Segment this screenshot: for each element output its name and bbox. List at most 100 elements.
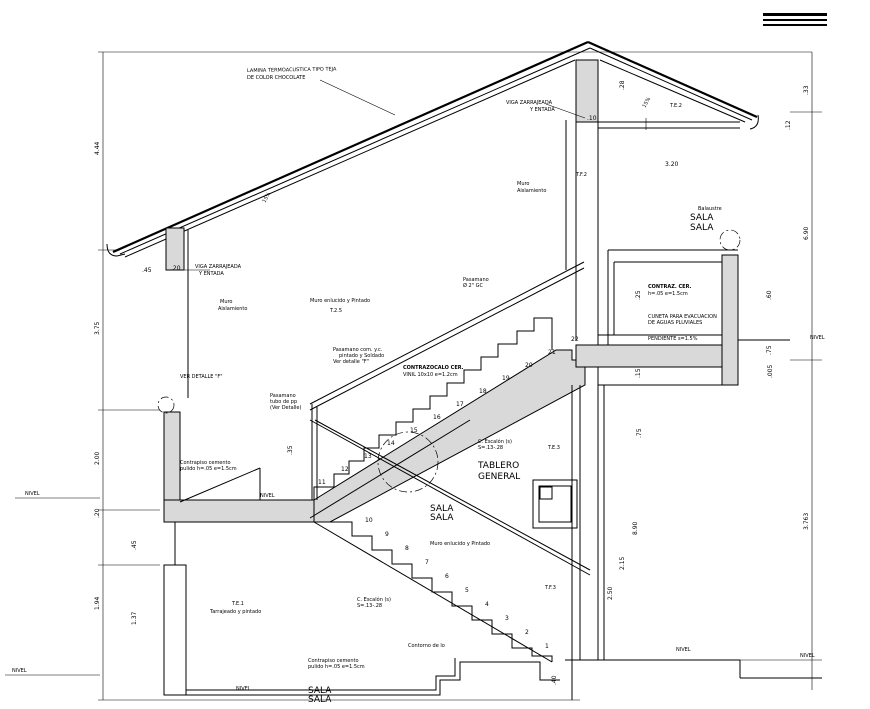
level-right-lower: NIVEL xyxy=(676,647,691,653)
te2-label: T.E.2 xyxy=(669,103,682,109)
dim-inner-75: .75 xyxy=(636,428,643,438)
step-number-7: 7 xyxy=(425,559,429,566)
step-number-20: 20 xyxy=(525,362,533,369)
tf3-label: T.F.3 xyxy=(544,585,556,591)
handrail-note: Pasamano com. y.c. xyxy=(333,347,383,353)
stair-detail-lower-2: S=.13-.28 xyxy=(357,603,382,609)
sala-upper: SALA xyxy=(690,213,714,223)
dim-45: .45 xyxy=(142,267,152,274)
step-number-10: 10 xyxy=(365,517,373,524)
slab-note-2: h=.05 e=1.5cm xyxy=(648,291,688,297)
ground-floor xyxy=(186,385,822,700)
lower-stair xyxy=(309,419,591,663)
dim-left-lower: 1.94 xyxy=(94,596,101,610)
step-number-22: 22 xyxy=(571,336,579,343)
dim-left-mid: 2.00 xyxy=(94,451,101,465)
roof xyxy=(106,40,759,258)
step-number-1: 1 xyxy=(545,643,549,650)
dim-60: .60 xyxy=(766,290,773,300)
wall-finish-top: Muro xyxy=(517,181,530,187)
plaster-note: Muro enlucido y Pintado xyxy=(310,298,370,304)
dim-right-total: 6.90 xyxy=(803,226,810,240)
left-wall xyxy=(163,411,315,696)
beam-left-label-2: Y ENTADA xyxy=(198,271,224,277)
level-right-upper: NIVEL xyxy=(810,335,825,341)
floor-finish-lower: Contrapiso cemento xyxy=(308,658,359,664)
dim-25: .25 xyxy=(635,290,642,300)
handrail-note-3: Ver detalle "F" xyxy=(333,359,369,365)
drain-note-2: DE AGUAS PLUVIALES xyxy=(648,320,702,326)
floor-finish-lower-2: pulido h=.05 e=1.5cm xyxy=(308,664,365,670)
level-left-upper: NIVEL xyxy=(25,491,40,497)
step-number-3: 3 xyxy=(505,615,509,622)
step-number-16: 16 xyxy=(433,414,441,421)
level-left-lower: NIVEL xyxy=(12,668,27,674)
sala-upper-2: SALA xyxy=(690,223,714,233)
step-number-5: 5 xyxy=(465,587,469,594)
dim-12: .12 xyxy=(785,120,792,130)
dim-left-45: .45 xyxy=(131,540,138,550)
beam-left-label: VIGA ZARRAJEADA xyxy=(195,264,242,270)
lower-room-finish: Tarrajeado y pintado xyxy=(209,609,261,615)
roof-slope-left: 15% xyxy=(262,191,273,204)
tablero-label: TABLERO xyxy=(477,461,519,471)
tf2-label: T.F.2 xyxy=(575,172,587,178)
step-number-19: 19 xyxy=(502,375,510,382)
electrical-panel xyxy=(532,479,578,529)
bottom-note: Contorno de lo xyxy=(408,643,445,649)
handrail-small-3: (Ver Detalle) xyxy=(270,405,302,411)
under-stair-plaster: Muro enlucido y Pintado xyxy=(430,541,490,547)
roof-sheet-label-2: DE COLOR CHOCOLATE xyxy=(247,75,305,81)
sala-mid-2: SALA xyxy=(430,513,454,523)
dim-left-tiny: .20 xyxy=(94,508,101,518)
step-number-6: 6 xyxy=(445,573,449,580)
dim-15: .15 xyxy=(635,368,642,378)
step-number-15: 15 xyxy=(410,427,418,434)
step-number-13: 13 xyxy=(364,453,372,460)
handrail-note-2: pintado y Soldado xyxy=(339,353,384,359)
beam-top-label-2: Y ENTADA xyxy=(529,107,555,113)
roof-sheet-label: LAMINA TERMOACUSTICA TIPO TEJA xyxy=(247,66,337,74)
step-number-11: 11 xyxy=(318,479,326,486)
step-number-17: 17 xyxy=(456,401,464,408)
tablero-label-2: GENERAL xyxy=(478,472,520,482)
step-number-12: 12 xyxy=(341,466,349,473)
roof-slope-right: 15% xyxy=(642,96,653,109)
dim-inner-890: 8.90 xyxy=(632,521,639,535)
step-number-18: 18 xyxy=(479,388,487,395)
stair-detail-upper-2: S=.13-.28 xyxy=(478,445,503,451)
wall-finish-left-2: Aislamiento xyxy=(218,306,247,312)
dim-left-total: 4.44 xyxy=(94,141,101,155)
dimension-labels: 4.44 3.75 2.00 1.94 1.37 .20 .45 .33 6.9… xyxy=(94,80,810,685)
detail-f-label: VER DETALLE "F" xyxy=(180,374,223,380)
sala-mid: SALA xyxy=(430,504,454,514)
balcony-label: Balaustre xyxy=(698,206,722,212)
level-right-end: NIVEL xyxy=(800,653,815,659)
upper-structure xyxy=(165,59,740,660)
dim-right-top: .33 xyxy=(803,85,810,95)
slope-note: PENDIENTE s=1.5% xyxy=(648,336,698,342)
annotations: LAMINA TERMOACUSTICA TIPO TEJA DE COLOR … xyxy=(5,66,825,705)
dim-40: .40 xyxy=(551,675,558,685)
sala-bottom: SALA xyxy=(308,686,332,696)
dim-005: .005 xyxy=(767,364,774,378)
beam-top-label: VIGA ZARRAJEADA xyxy=(506,100,553,106)
step-number-2: 2 xyxy=(525,629,529,636)
dim-10: .10 xyxy=(587,115,597,122)
wall-finish-left: Muro xyxy=(220,299,233,305)
dim-inner-215: 2.15 xyxy=(619,556,626,570)
slab-note: CONTRAZ. CER. xyxy=(648,284,692,290)
step-number-21: 21 xyxy=(548,349,556,356)
step-number-9: 9 xyxy=(385,531,389,538)
drain-note: CUNETA PARA EVACUACION xyxy=(648,314,717,320)
plaster-code: T.2.5 xyxy=(329,308,342,314)
handrail-small-2: tubo de pp xyxy=(270,399,297,405)
dim-75: .75 xyxy=(766,345,773,355)
floor-finish-upper: Contrapiso cemento xyxy=(180,460,231,466)
handrail-label: Pasamano xyxy=(463,277,489,283)
handrail-label-2: Ø 2" GC xyxy=(463,282,483,289)
step-number-4: 4 xyxy=(485,601,489,608)
floor-finish-upper-2: pulido h=.05 e=1.5cm xyxy=(180,466,237,472)
